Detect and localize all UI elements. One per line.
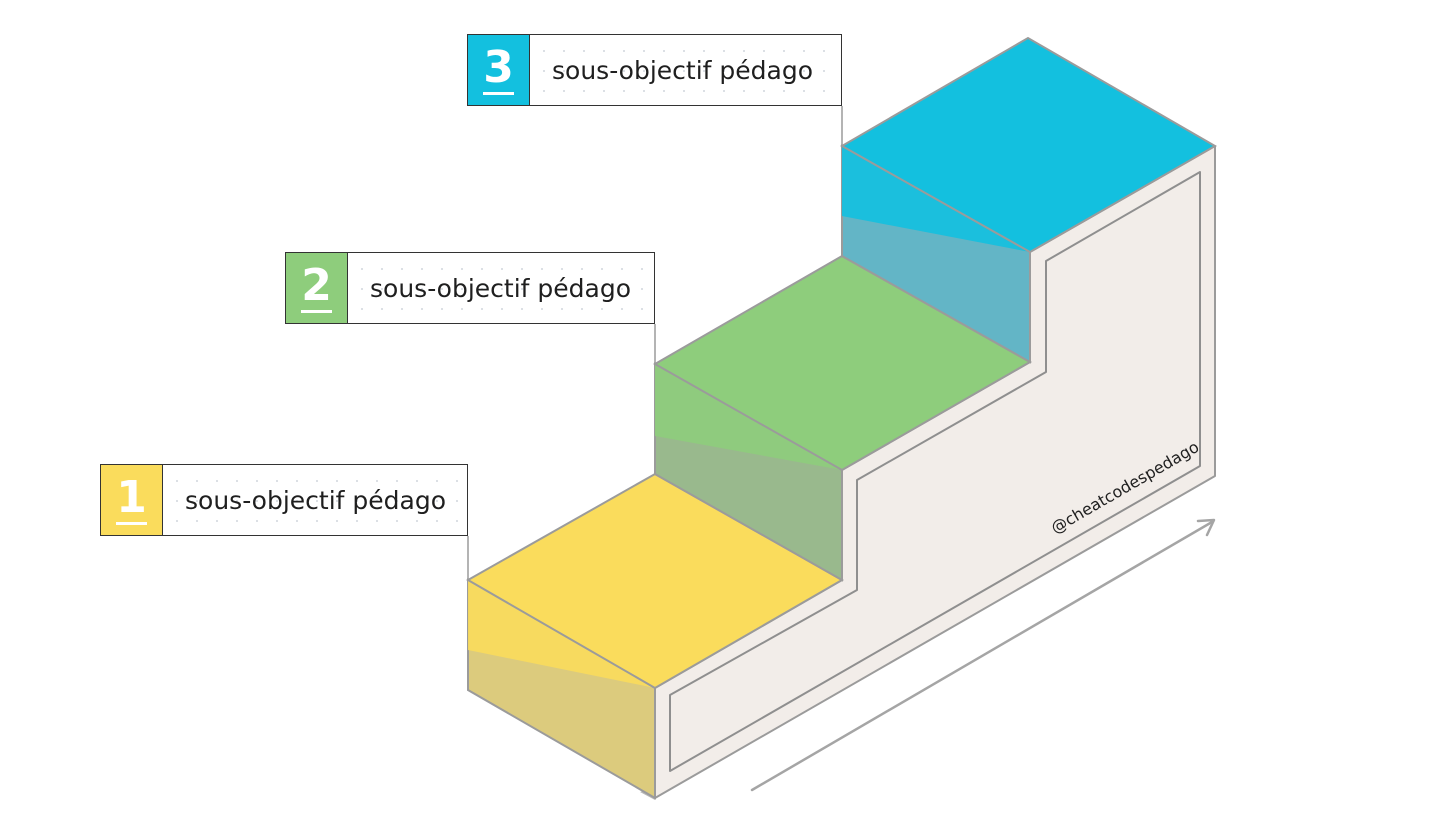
progress-arrow-head [1196, 518, 1216, 537]
staircase-side-inset [669, 171, 1201, 772]
step-label-text-3: sous-objectif pédago [552, 55, 814, 85]
step-3-top-face [839, 36, 1218, 254]
step-number-badge-2: 2 [286, 253, 348, 323]
step-number-2: 2 [301, 259, 332, 313]
step-label-2: 2 sous-objectif pédago [285, 252, 655, 324]
progress-arrow-line [750, 520, 1214, 792]
step-number-3: 3 [483, 41, 514, 95]
step-label-text-2: sous-objectif pédago [370, 273, 632, 303]
step-label-3: 3 sous-objectif pédago [467, 34, 842, 106]
step-label-1: 1 sous-objectif pédago [100, 464, 468, 536]
step-number-badge-3: 3 [468, 35, 530, 105]
step-label-text-1: sous-objectif pédago [185, 485, 447, 515]
step-number-badge-1: 1 [101, 465, 163, 535]
step-number-1: 1 [116, 471, 147, 525]
